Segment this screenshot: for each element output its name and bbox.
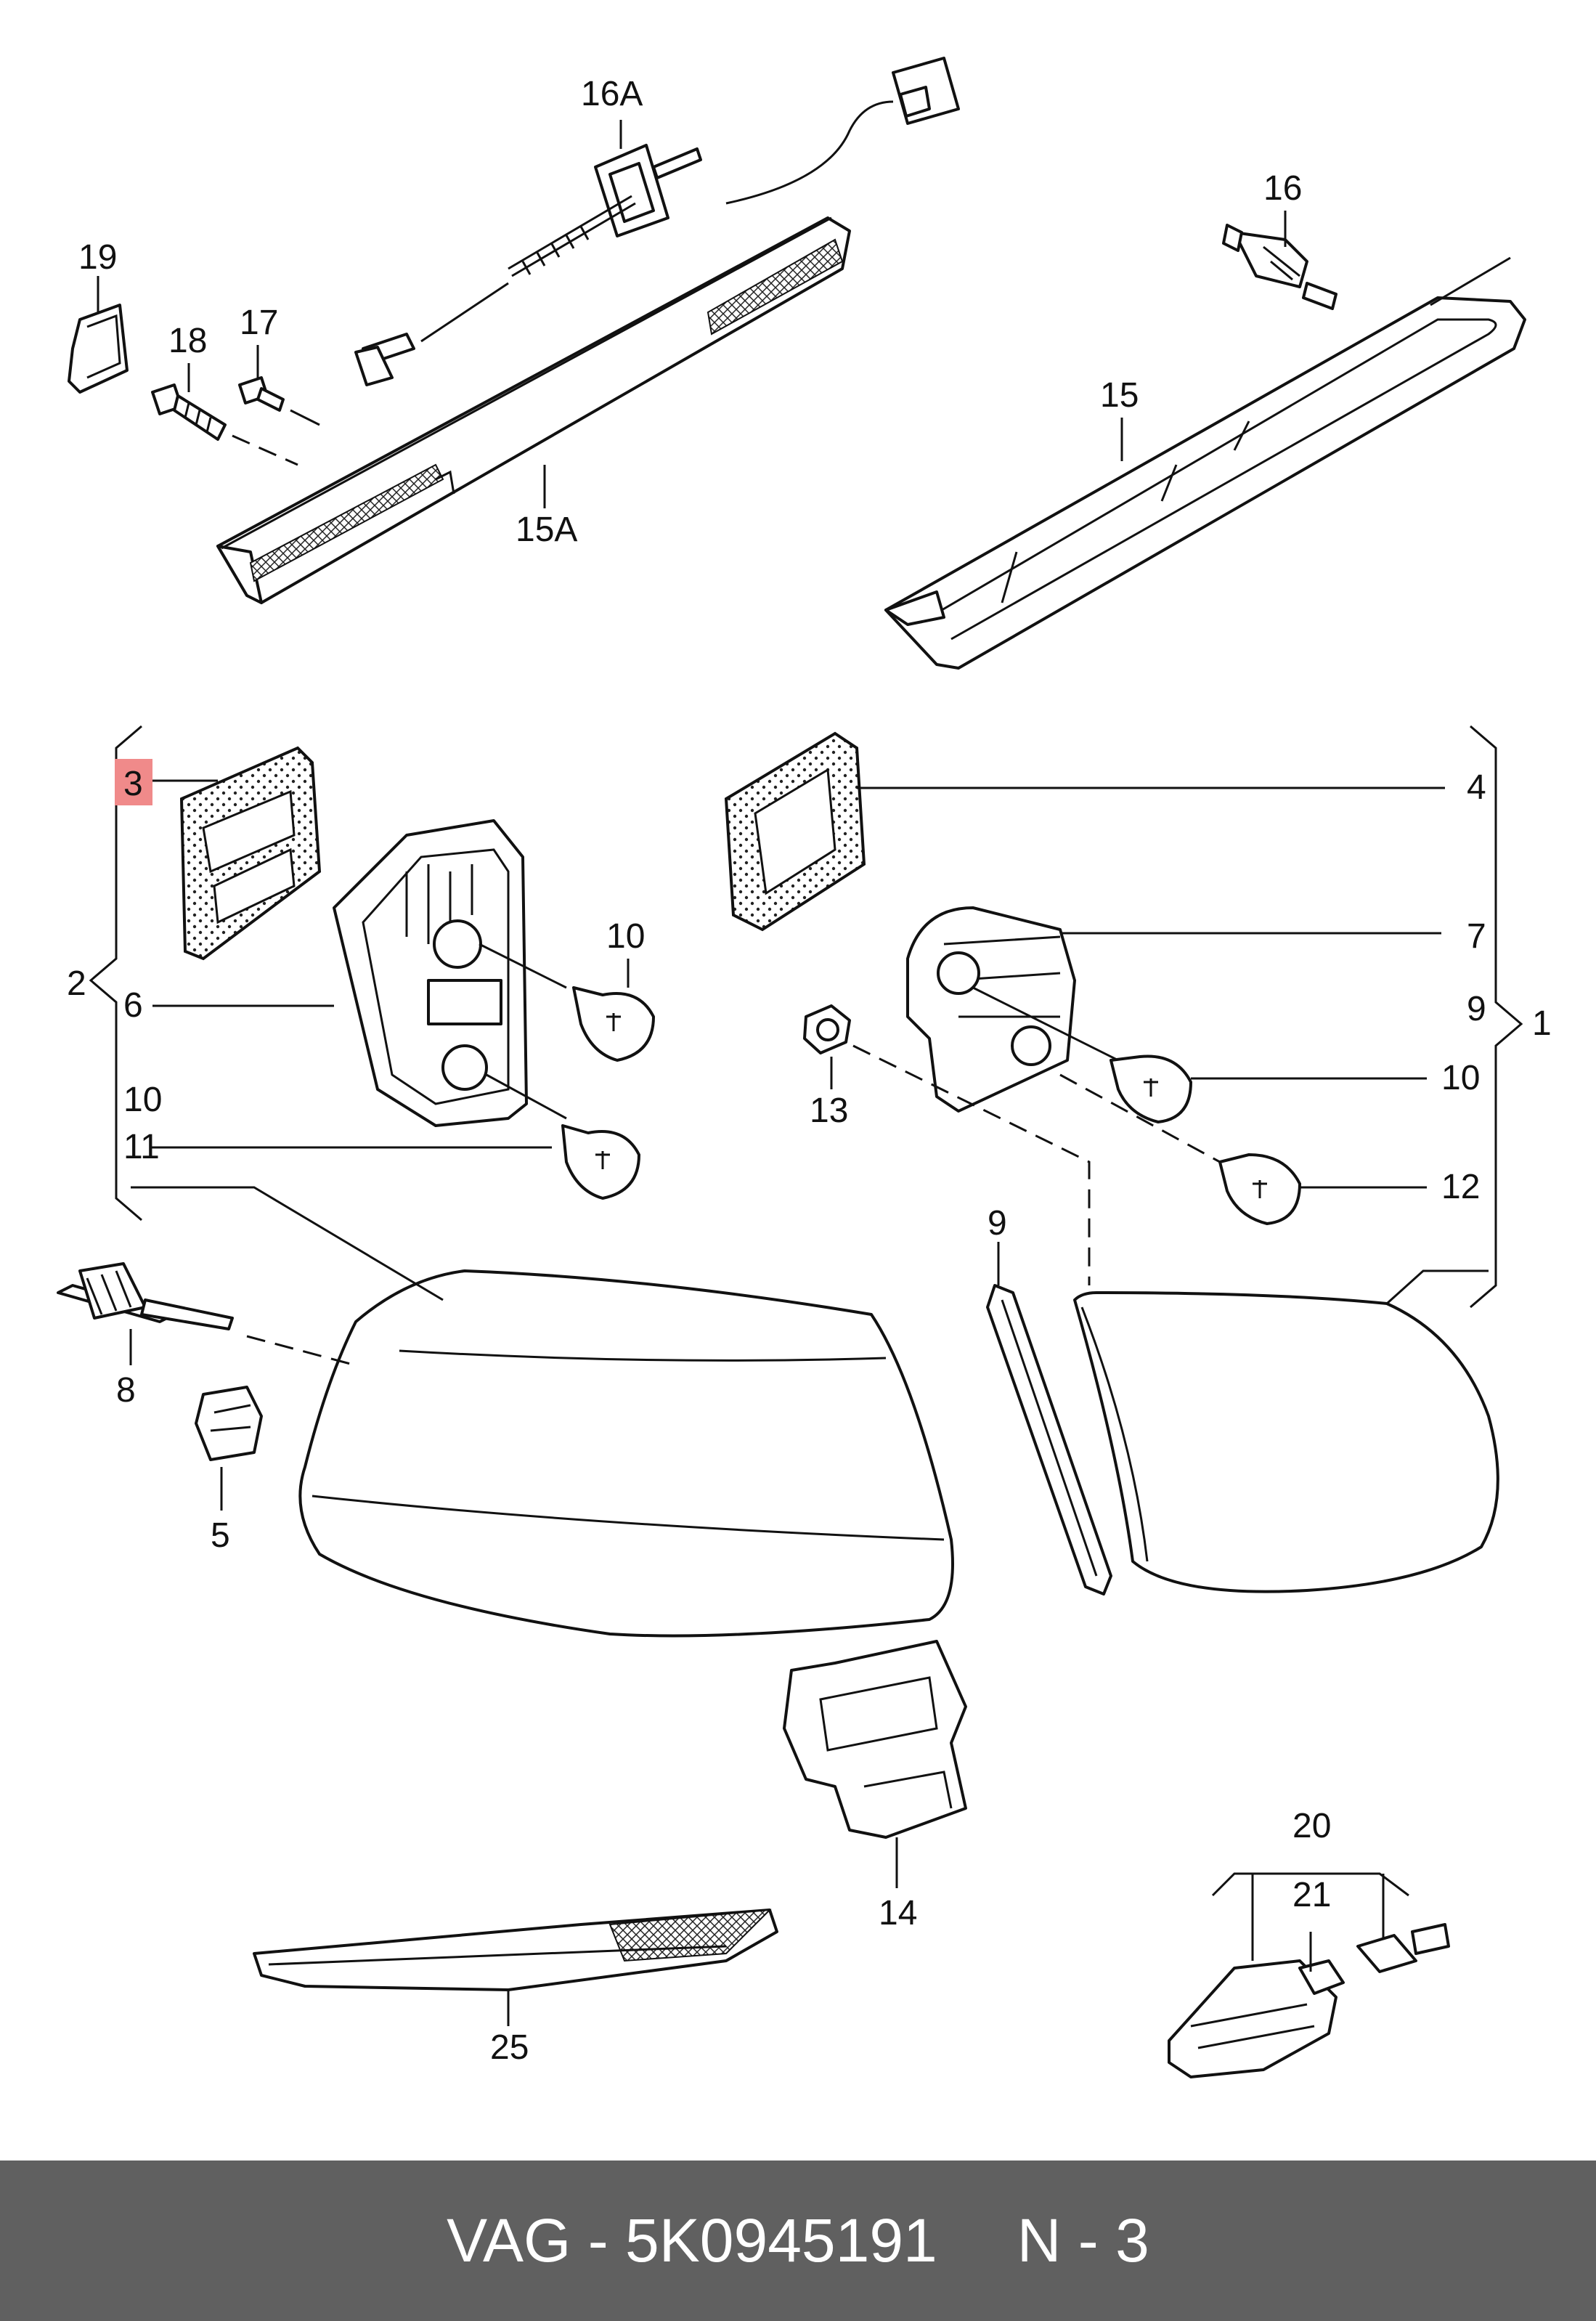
footer-brand: VAG <box>447 2206 571 2275</box>
bulb-socket-8 <box>57 1262 357 1367</box>
brake-light-15a <box>216 216 851 604</box>
callout-16: 16 <box>1263 169 1302 208</box>
callout-16a: 16A <box>581 75 643 113</box>
bracket-1 <box>1470 725 1523 1309</box>
brake-light-15 <box>884 256 1526 670</box>
parts-diagram: 16A 16 19 17 18 15 15A 3 4 10 7 2 6 9 1 … <box>57 57 1552 2078</box>
gasket-3 <box>179 746 322 961</box>
callout-2: 2 <box>67 964 86 1003</box>
callout-3: 3 <box>123 765 143 803</box>
callout-10c: 10 <box>123 1081 162 1119</box>
callout-9b: 9 <box>988 1204 1007 1243</box>
tail-lamp-lens-left <box>298 1269 954 1638</box>
part-number-footer: VAG - 5K0945191 N - 3 <box>0 2161 1596 2321</box>
callout-10a: 10 <box>606 917 645 956</box>
callout-7: 7 <box>1467 917 1486 956</box>
tail-lamp-lens-right <box>1073 1291 1499 1593</box>
bulb-10-right <box>972 986 1192 1123</box>
callout-25: 25 <box>490 2028 529 2067</box>
callout-12: 12 <box>1441 1168 1480 1206</box>
clip-5 <box>195 1386 263 1461</box>
bulb-12 <box>1059 1073 1301 1225</box>
callout-8: 8 <box>116 1371 136 1410</box>
gasket-4 <box>724 731 866 932</box>
wiring-harness-15a <box>354 282 509 386</box>
leader-lines <box>97 120 1489 2026</box>
callout-5: 5 <box>211 1516 230 1555</box>
footer-dash: - <box>587 2206 608 2275</box>
callout-10b: 10 <box>1441 1059 1480 1097</box>
bulb-carrier-6 <box>333 819 528 1127</box>
footer-part-number: 5K0945191 <box>625 2206 937 2275</box>
clip-19 <box>68 304 129 394</box>
bulb-10-left <box>479 943 655 1062</box>
callout-11: 11 <box>123 1128 160 1166</box>
seal-9 <box>986 1284 1112 1596</box>
callout-4: 4 <box>1467 768 1486 807</box>
callout-18: 18 <box>168 322 207 360</box>
callout-9a: 9 <box>1467 990 1486 1028</box>
license-plate-light-20 <box>1168 1872 1450 2078</box>
callout-21: 21 <box>1292 1876 1331 1914</box>
bulb-11 <box>486 1073 640 1200</box>
callout-14: 14 <box>879 1894 917 1932</box>
callout-1: 1 <box>1532 1004 1552 1043</box>
reflector-25 <box>253 1909 778 1991</box>
bracket-2 <box>89 725 142 1222</box>
footer-position-label: N - 3 <box>1017 2206 1149 2275</box>
nut-13 <box>803 1004 1091 1285</box>
callout-6: 6 <box>123 986 143 1025</box>
highlight-3 <box>115 759 152 805</box>
connector-16a <box>508 57 960 277</box>
callout-15a: 15A <box>516 511 577 549</box>
bulb-carrier-7 <box>906 906 1076 1113</box>
callout-13: 13 <box>810 1092 848 1130</box>
connector-16 <box>1222 224 1338 310</box>
callout-17: 17 <box>240 304 278 342</box>
bracket-14 <box>783 1640 967 1839</box>
callout-20: 20 <box>1292 1807 1331 1845</box>
callout-19: 19 <box>78 238 117 277</box>
screw-18 <box>151 383 298 466</box>
callout-15: 15 <box>1100 376 1139 415</box>
screw-17 <box>238 376 320 426</box>
